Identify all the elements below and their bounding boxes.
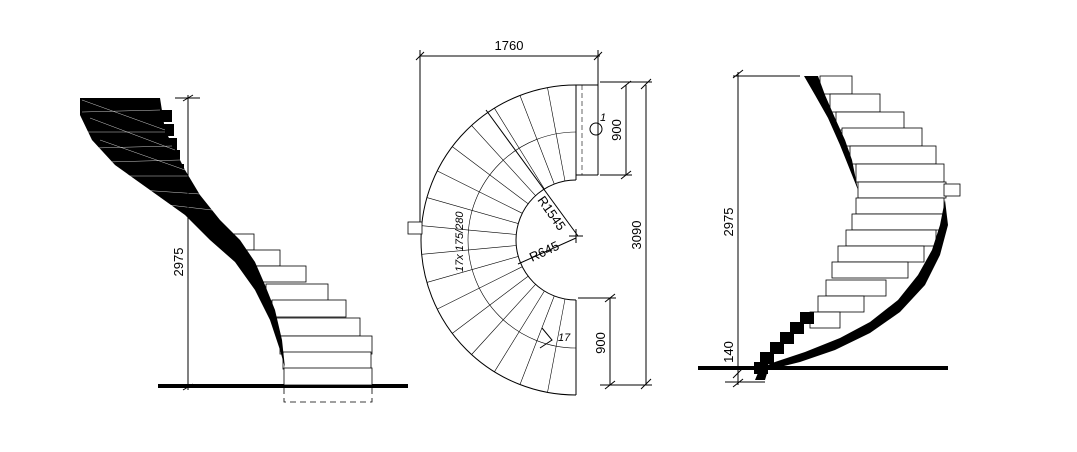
right-step-tread <box>855 163 945 183</box>
right-step-tread <box>851 213 945 231</box>
right-step-tread <box>825 279 887 297</box>
plan-left-newel <box>407 221 423 235</box>
plan-tread-line <box>437 266 523 310</box>
plan-tread-line <box>471 284 536 355</box>
left-foundation-dashed <box>283 385 373 403</box>
plan-tread-line <box>494 290 545 372</box>
right-dark-riser <box>800 312 814 324</box>
plan-tread-line <box>519 95 555 185</box>
left-step-tread <box>283 367 373 386</box>
plan-tread-line <box>452 275 529 334</box>
plan-width-label: 1760 <box>495 38 524 53</box>
plan-tread-line <box>471 125 536 196</box>
plan-outer-arc <box>420 84 577 396</box>
right-step-tread <box>837 245 925 263</box>
plan-steps-label: 17x 175/280 <box>454 211 466 272</box>
right-dark-riser <box>760 352 774 364</box>
plan-first-step-label: 1 <box>600 112 606 124</box>
left-stringer <box>80 98 285 368</box>
right-height-label: 2975 <box>721 208 736 237</box>
right-step-tread <box>845 229 937 247</box>
plan-tread-line <box>426 197 519 224</box>
plan-stair-outline <box>420 84 599 396</box>
right-floor-offset-label: 140 <box>721 341 736 363</box>
plan-tread-line <box>421 225 517 235</box>
right-dark-risers <box>754 312 814 374</box>
right-dark-riser <box>754 362 768 374</box>
plan-tread-line <box>452 146 529 205</box>
left-step-tread <box>282 351 372 370</box>
plan-tread-line <box>421 245 517 255</box>
plan-tread-line <box>494 108 545 190</box>
right-step-tread <box>835 111 905 131</box>
left-stringer-hatch <box>81 99 213 211</box>
left-step-tread <box>271 299 347 318</box>
plan-top-landing-label: 900 <box>609 119 624 141</box>
right-step-tread <box>855 197 945 215</box>
right-dark-riser <box>780 332 794 344</box>
right-newel-stub <box>943 183 961 197</box>
plan-last-step-arrow <box>539 327 553 349</box>
left-height-label: 2975 <box>171 248 186 277</box>
right-dark-riser <box>770 342 784 354</box>
right-step-tread <box>831 261 909 279</box>
plan-tread-line <box>437 170 523 214</box>
plan-inner-radius-label: R645 <box>527 238 562 265</box>
right-step-tread <box>849 145 937 165</box>
plan-inner-radius-line <box>517 237 577 265</box>
right-step-tread <box>809 311 841 329</box>
right-stringer-lower <box>755 200 948 380</box>
plan-outer-radius-line <box>485 109 579 237</box>
left-step-tread <box>255 265 307 283</box>
plan-tread-line <box>426 256 519 283</box>
plan-bottom-landing-label: 900 <box>593 332 608 354</box>
plan-walk-line-arc <box>467 131 577 349</box>
plan-depth-label: 3090 <box>629 221 644 250</box>
plan-tread-line <box>519 295 555 385</box>
left-step-tread <box>265 283 329 302</box>
right-step-tread <box>857 181 947 199</box>
left-elevation: 2975 <box>80 94 408 403</box>
plan-first-step-marker <box>589 122 603 136</box>
left-step-tread <box>275 317 361 337</box>
right-dark-riser <box>790 322 804 334</box>
plan-outer-radius-label: R1545 <box>535 193 569 233</box>
right-elevation: 2975 140 <box>698 69 961 388</box>
right-step-tread <box>829 93 881 113</box>
right-step-tread <box>819 75 853 95</box>
left-step-tread <box>279 335 373 355</box>
left-step-treads <box>160 110 373 386</box>
plan-tread-line <box>547 298 566 393</box>
right-step-tread <box>841 127 923 147</box>
plan-view: 1760 1 17 R1545 R645 17x 175/280 3090 <box>407 38 652 396</box>
plan-last-step-label: 17 <box>558 332 571 344</box>
right-step-tread <box>817 295 865 313</box>
plan-inner-arc <box>515 179 577 301</box>
plan-tread-line <box>547 87 566 182</box>
